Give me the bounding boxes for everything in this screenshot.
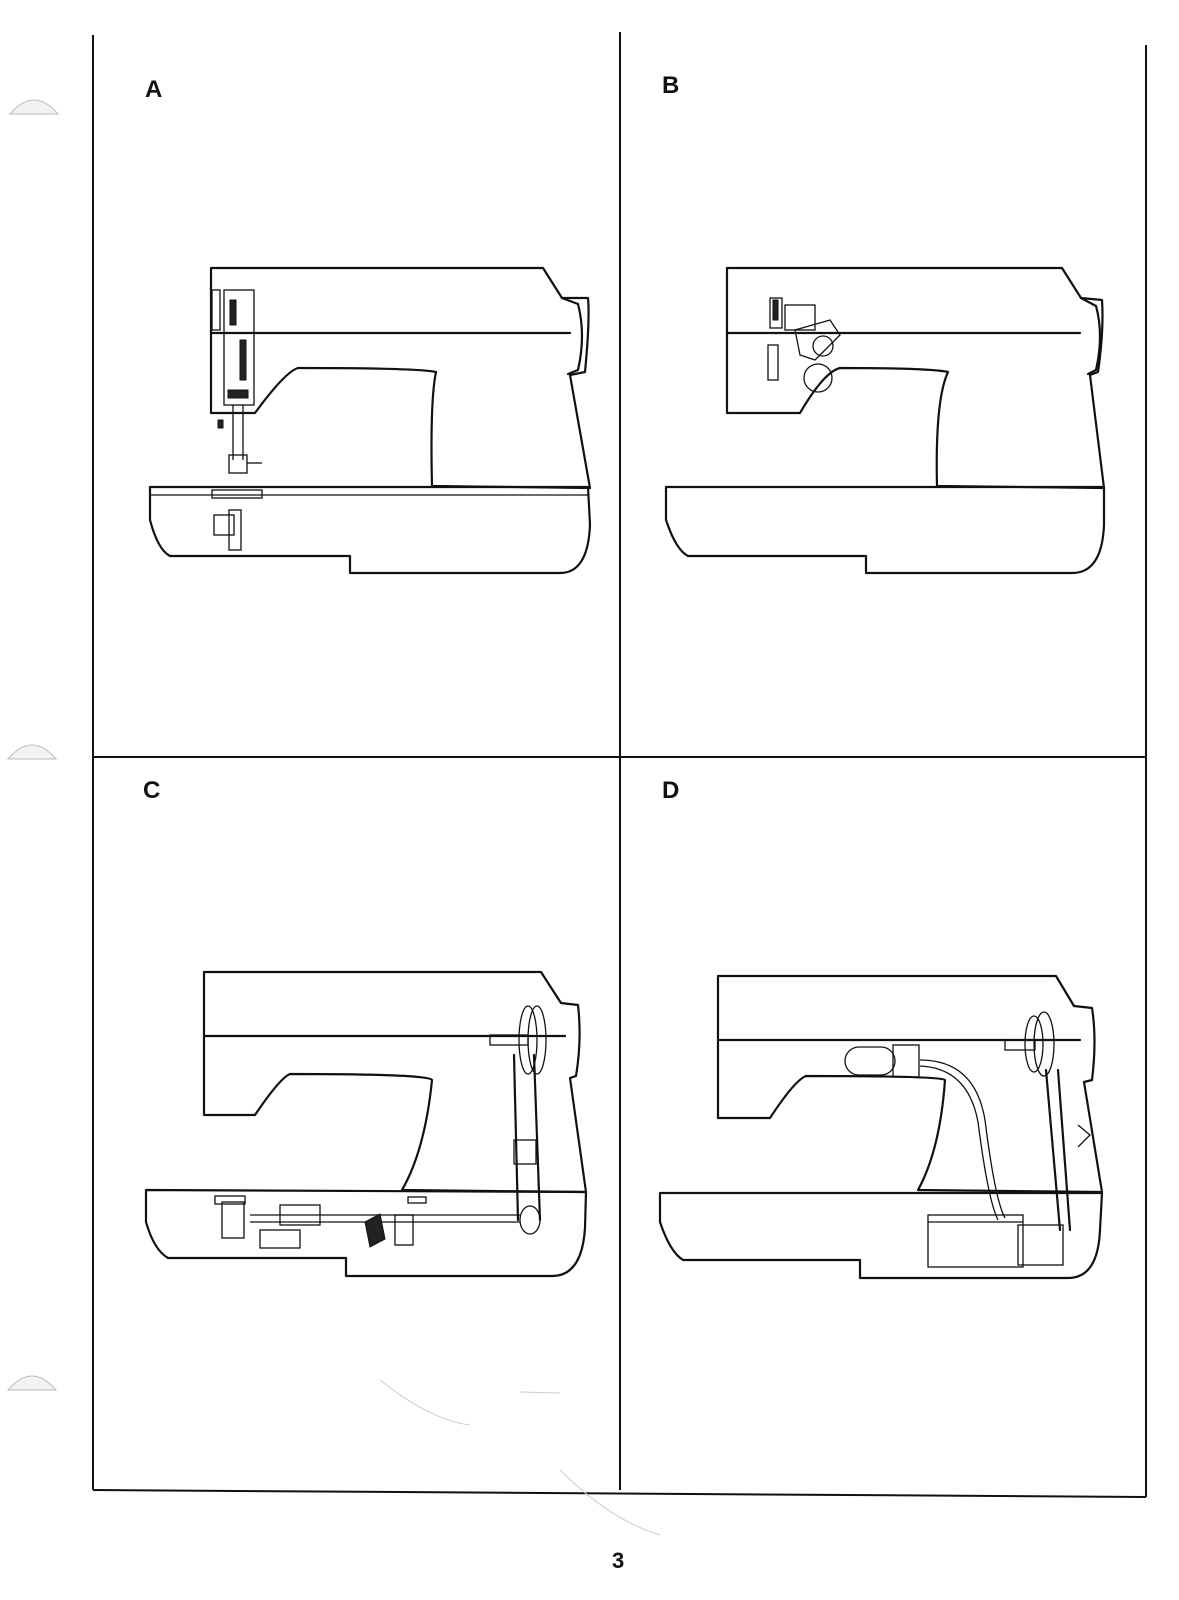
- page-number: 3: [612, 1548, 625, 1573]
- panel-label-d: D: [662, 777, 680, 804]
- binder-hole-bottom: [6, 1375, 58, 1391]
- binder-hole-middle: [6, 744, 58, 760]
- binder-hole-top: [8, 99, 60, 115]
- panel-label-b: B: [662, 72, 680, 99]
- panel-label-c: C: [143, 777, 161, 804]
- panel-label-a: A: [145, 76, 163, 103]
